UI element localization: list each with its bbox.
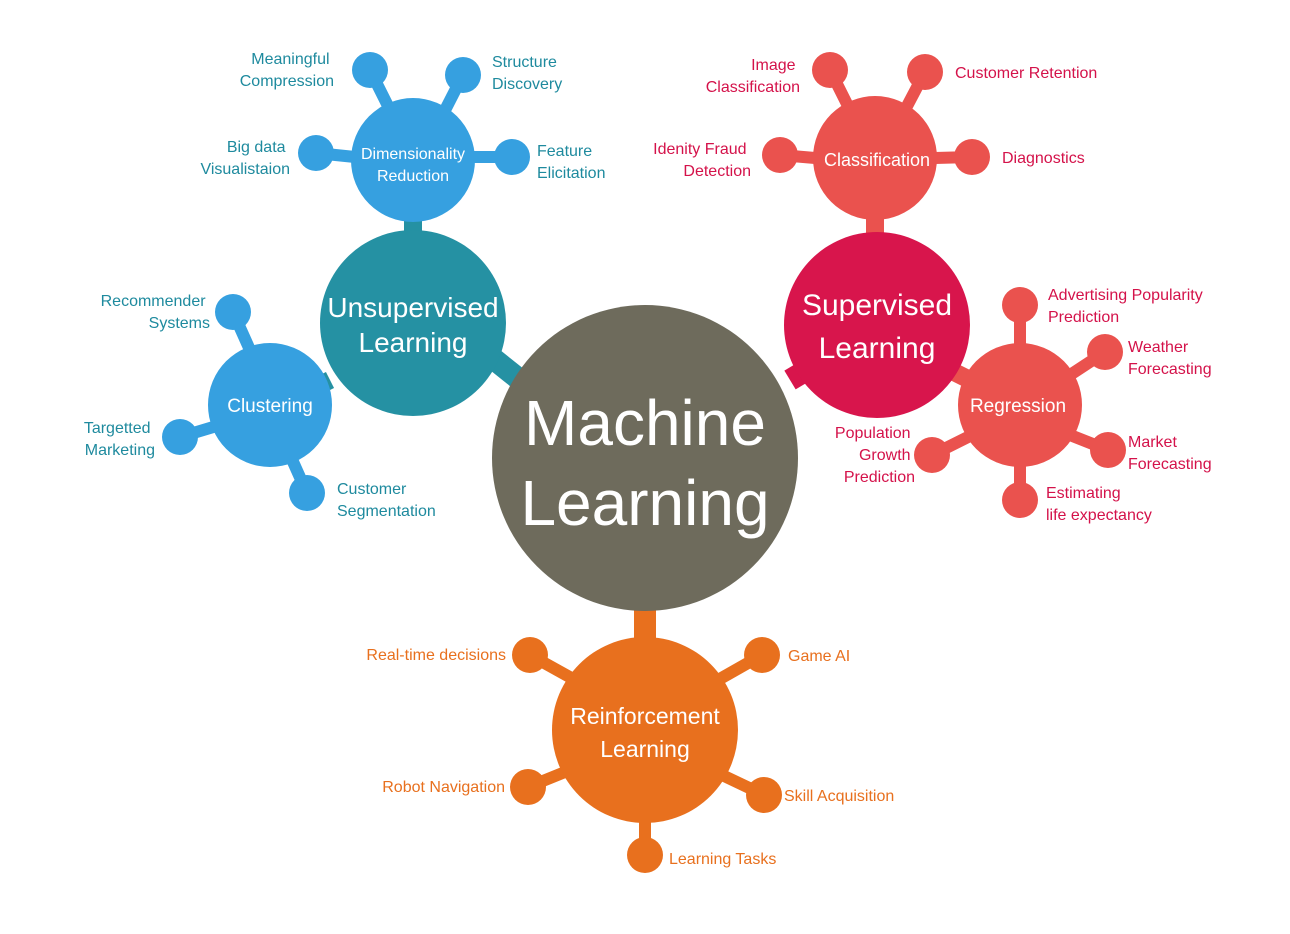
clustering-node <box>208 343 332 467</box>
leaf-label-diagnostics: Diagnostics <box>1002 150 1085 167</box>
leaf-label-tasks: Learning Tasks <box>669 851 776 868</box>
leaf-label-bigdata: Big data Visualistaion <box>200 139 290 178</box>
leaf-dot-recommender <box>215 294 251 330</box>
leaf-label-weather: Weather Forecasting <box>1128 339 1212 378</box>
leaf-dot-bigdata <box>298 135 334 171</box>
reinforcement-label-line1: Reinforcement <box>570 703 720 729</box>
leaf-dot-customer <box>289 475 325 511</box>
leaf-dot-fraud <box>762 137 798 173</box>
leaf-label-targetted: Targetted Marketing <box>84 420 155 459</box>
leaf-dot-structure <box>445 57 481 93</box>
unsupervised-label-line2: Learning <box>359 327 468 358</box>
branch-nodes <box>320 230 970 823</box>
leaf-label-life: Estimating life expectancy <box>1046 485 1152 524</box>
leaf-label-advertising: Advertising Popularity Prediction <box>1048 287 1207 326</box>
leaf-dot-market <box>1090 432 1126 468</box>
supervised-label-line2: Learning <box>819 332 936 365</box>
center-label-line2: Learning <box>520 467 769 539</box>
classification-label: Classification <box>824 150 930 170</box>
dimensionality-label-line1: Dimensionality <box>361 146 465 163</box>
leaf-label-fraud: Idenity Fraud Detection <box>653 141 751 180</box>
leaf-label-market: Market Forecasting <box>1128 434 1212 473</box>
leaf-label-recommender: Recommender Systems <box>101 293 210 332</box>
leaf-label-robot: Robot Navigation <box>382 779 505 796</box>
leaf-dot-image <box>812 52 848 88</box>
leaf-dot-gameai <box>744 637 780 673</box>
clustering-label: Clustering <box>227 396 313 417</box>
leaf-dot-weather <box>1087 334 1123 370</box>
leaf-label-feature: Feature Elicitation <box>537 143 605 182</box>
reinforcement-node <box>552 637 738 823</box>
leaf-label-retention: Customer Retention <box>955 65 1097 82</box>
regression-label: Regression <box>970 396 1066 417</box>
leaf-dot-skill <box>746 777 782 813</box>
leaf-dot-retention <box>907 54 943 90</box>
leaf-dots <box>162 52 1126 873</box>
leaf-dot-tasks <box>627 837 663 873</box>
reinforcement-label-line2: Learning <box>600 736 690 762</box>
leaf-label-image: Image Classification <box>706 57 800 96</box>
leaf-label-gameai: Game AI <box>788 648 850 665</box>
leaf-dot-population <box>914 437 950 473</box>
leaf-dot-feature <box>494 139 530 175</box>
leaf-label-skill: Skill Acquisition <box>784 788 894 805</box>
leaf-dot-targetted <box>162 419 198 455</box>
leaf-label-meaningful: Meaningful Compression <box>240 51 334 90</box>
dimensionality-node <box>351 98 475 222</box>
leaf-label-population: Population Growth Prediction <box>835 425 915 486</box>
leaf-dot-diagnostics <box>954 139 990 175</box>
leaf-label-structure: Structure Discovery <box>492 54 562 93</box>
unsupervised-node <box>320 230 506 416</box>
leaf-dot-advertising <box>1002 287 1038 323</box>
leaf-label-customer: Customer Segmentation <box>337 481 436 520</box>
leaf-dot-meaningful <box>352 52 388 88</box>
leaf-dot-life <box>1002 482 1038 518</box>
sub-nodes <box>208 96 1082 467</box>
leaf-dot-robot <box>510 769 546 805</box>
unsupervised-label-line1: Unsupervised <box>327 292 498 323</box>
machine-learning-center <box>492 305 798 611</box>
supervised-label-line1: Supervised <box>802 289 952 322</box>
leaf-dot-realtime <box>512 637 548 673</box>
leaf-label-realtime: Real-time decisions <box>366 647 506 664</box>
center-label-line1: Machine <box>524 387 766 459</box>
classification-node <box>813 96 937 220</box>
regression-node <box>958 343 1082 467</box>
supervised-node <box>784 232 970 418</box>
dimensionality-label-line2: Reduction <box>377 168 449 185</box>
